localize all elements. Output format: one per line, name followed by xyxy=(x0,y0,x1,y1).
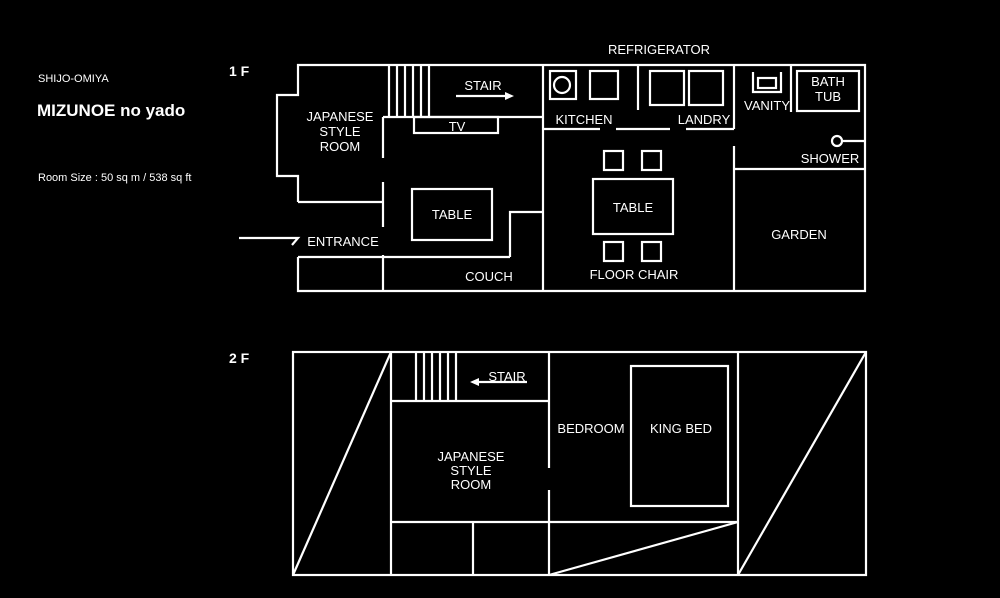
tv-label: TV xyxy=(449,119,466,134)
bedroom-label: BEDROOM xyxy=(557,421,624,436)
bathtub-label-2: TUB xyxy=(815,89,841,104)
shower-label: SHOWER xyxy=(801,151,860,166)
dining-table-label: TABLE xyxy=(613,200,654,215)
second-floor-walls xyxy=(291,350,868,577)
japanese-room-2f-label-3: ROOM xyxy=(451,477,491,492)
garden-label: GARDEN xyxy=(771,227,827,242)
first-floor-walls xyxy=(239,63,867,293)
area-name: SHIJO-OMIYA xyxy=(38,73,109,85)
property-name: MIZUNOE no yado xyxy=(37,101,186,120)
laundry-label: LANDRY xyxy=(678,112,731,127)
king-bed-label: KING BED xyxy=(650,421,712,436)
stair-label-2f: STAIR xyxy=(488,369,525,384)
japanese-room-2f-label-2: STYLE xyxy=(450,463,492,478)
living-table-label: TABLE xyxy=(432,207,473,222)
couch-label: COUCH xyxy=(465,269,513,284)
japanese-room-2f-label-1: JAPANESE xyxy=(438,449,505,464)
room-size: Room Size : 50 sq m / 538 sq ft xyxy=(38,172,192,184)
floor-label-1f: 1 F xyxy=(229,63,250,79)
bathtub-label-1: BATH xyxy=(811,74,845,89)
japanese-room-label-1: JAPANESE xyxy=(307,109,374,124)
japanese-room-label-3: ROOM xyxy=(320,139,360,154)
vanity-label: VANITY xyxy=(744,98,790,113)
floor-chair-label: FLOOR CHAIR xyxy=(590,267,679,282)
kitchen-label: KITCHEN xyxy=(555,112,612,127)
entrance-label: ENTRANCE xyxy=(307,234,379,249)
floor-label-2f: 2 F xyxy=(229,350,250,366)
stair-label-1f: STAIR xyxy=(464,78,501,93)
refrigerator-label: REFRIGERATOR xyxy=(608,42,710,57)
japanese-room-label-2: STYLE xyxy=(319,124,361,139)
